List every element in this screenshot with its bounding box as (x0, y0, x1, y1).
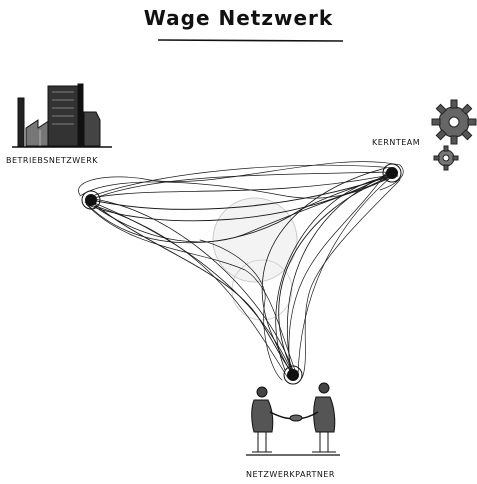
handshake-icon (246, 383, 340, 455)
label-netzwerkpartner: Netzwerkpartner (246, 470, 335, 479)
title-underline (158, 40, 343, 41)
factory-icon (12, 84, 112, 147)
node-dot-betriebsnetzwerk (85, 194, 97, 206)
node-dot-netzwerkpartner (287, 369, 299, 381)
gears-icon (432, 100, 476, 170)
diagram-title: Wage Netzwerk (0, 6, 477, 30)
label-betriebsnetzwerk: Betriebsnetzwerk (6, 156, 98, 165)
node-dot-kernteam (386, 167, 398, 179)
network-loops (78, 162, 403, 380)
label-kernteam: Kernteam (372, 138, 420, 147)
